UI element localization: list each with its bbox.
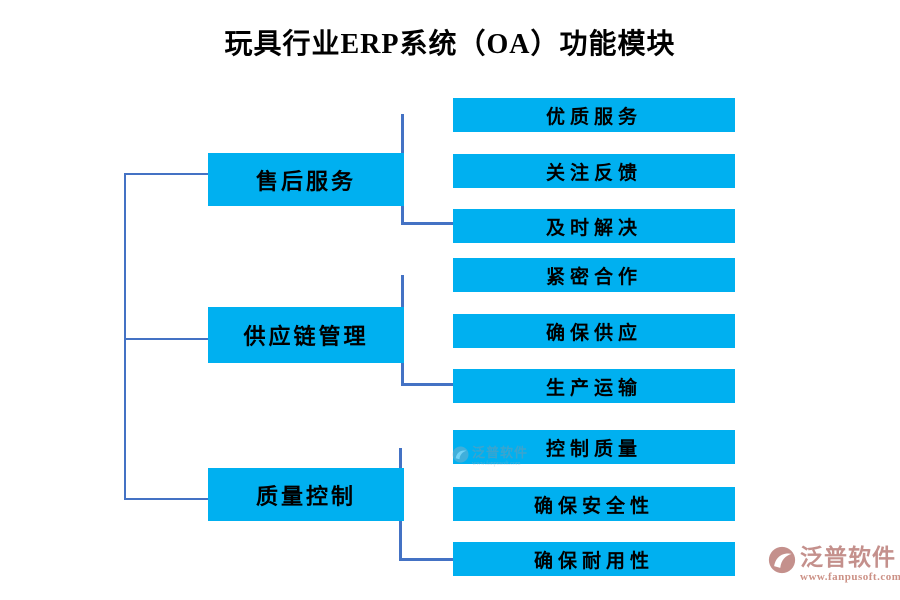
watermark-brand-text: 泛普软件 (800, 545, 896, 570)
item-box-ensure-supply: 确保供应 (453, 314, 735, 348)
connector-elbow-aftersales (401, 222, 453, 225)
left-bracket-vertical-line (124, 173, 126, 500)
item-label-close-cooperation: 紧密合作 (545, 266, 642, 288)
item-label-timely-resolve: 及时解决 (545, 217, 642, 239)
item-label-follow-feedback: 关注反馈 (545, 162, 642, 184)
item-box-ensure-durability: 确保耐用性 (453, 542, 735, 576)
item-box-ensure-safety: 确保安全性 (453, 487, 735, 521)
category-label-supplychain: 供应链管理 (243, 324, 369, 349)
watermark-inline-url: www.fanpusoft.com (472, 461, 521, 467)
diagram-title: 玩具行业ERP系统（OA）功能模块 (224, 29, 676, 60)
item-box-timely-resolve: 及时解决 (453, 209, 735, 243)
watermark-inline: 泛普软件 www.fanpusoft.com (452, 446, 528, 467)
watermark-url-text: www.fanpusoft.com (800, 571, 900, 583)
item-box-quality-service: 优质服务 (453, 98, 735, 132)
item-label-quality-service: 优质服务 (545, 106, 642, 128)
item-box-control-quality: 控制质量 (453, 430, 735, 464)
item-label-ensure-supply: 确保供应 (545, 322, 642, 344)
left-branch-line-supplychain (124, 338, 208, 340)
item-label-control-quality: 控制质量 (545, 438, 642, 460)
watermark-inline-brand: 泛普软件 (472, 445, 529, 460)
category-box-supplychain: 供应链管理 (208, 307, 404, 363)
item-label-production-transport: 生产运输 (545, 377, 642, 399)
category-label-aftersales: 售后服务 (255, 168, 356, 194)
category-label-quality: 质量控制 (255, 483, 356, 509)
item-label-ensure-durability: 确保耐用性 (533, 550, 654, 572)
connector-elbow-supplychain (401, 383, 453, 386)
item-box-production-transport: 生产运输 (453, 369, 735, 403)
item-box-follow-feedback: 关注反馈 (453, 154, 735, 188)
item-label-ensure-safety: 确保安全性 (533, 495, 654, 517)
item-box-close-cooperation: 紧密合作 (453, 258, 735, 292)
fanpu-logo-icon (768, 546, 796, 574)
left-branch-line-aftersales (124, 173, 208, 175)
fanpu-logo-icon (452, 446, 469, 463)
connector-elbow-quality (399, 558, 453, 561)
left-branch-line-quality (124, 498, 208, 500)
watermark-brand-block: 泛普软件 www.fanpusoft.com (768, 546, 900, 583)
category-box-aftersales: 售后服务 (208, 153, 404, 206)
category-box-quality: 质量控制 (208, 468, 404, 521)
